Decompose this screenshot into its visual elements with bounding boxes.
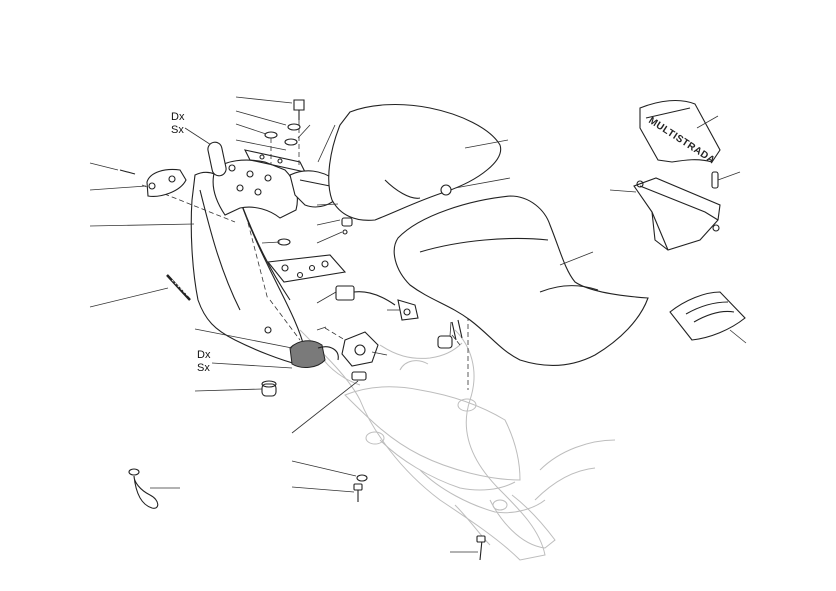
seat-mount-plate [266,254,347,283]
upper-dx-label: Dx [171,111,185,123]
support-rod [166,274,191,301]
lower-dx-label: Dx [197,349,211,361]
upper-sx-label: Sx [171,124,184,136]
bottom-screws [353,474,486,561]
seat-lock-body [341,331,379,381]
leader-lines [89,96,747,553]
tool-bag: MULTISTRADA [639,99,721,166]
seat-buffers [437,319,463,349]
fasteners-top-cluster [264,99,305,165]
lower-dx-sx-callout: Dx Sx [197,349,293,374]
rear-grab-cover [119,168,187,197]
lower-sx-label: Sx [197,362,210,374]
storage-tray [633,171,721,251]
rubber-pad [289,340,339,368]
cable-loop [128,468,159,509]
seat-latch-assembly [335,285,419,321]
lower-bushing [261,380,277,397]
grab-handle-bracket [207,141,307,219]
upper-dx-sx-callout: Dx Sx [171,111,223,153]
rear-frame-outline [299,329,616,561]
dual-seat [393,195,649,367]
rider-seat [328,103,502,221]
instruction-pouch [669,291,746,341]
